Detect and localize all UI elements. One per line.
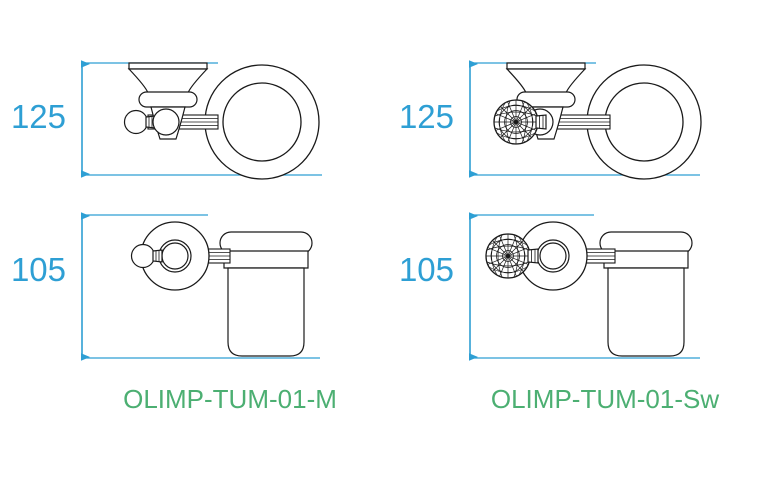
dimension-value: 125 [11, 98, 66, 135]
dimension-105-right: 105 [399, 212, 700, 361]
product-drawing-sw-glass [485, 221, 693, 357]
stem-joint-ball [152, 108, 180, 136]
dimension-105-left: 105 [11, 212, 320, 361]
product-drawing-m-glass [130, 221, 313, 357]
dimension-125-left: 125 [11, 60, 322, 178]
drawing-top-right: 125 [399, 60, 702, 180]
drawing-bottom-left: 105 [11, 212, 320, 361]
product-drawing-sw-ring [493, 62, 702, 180]
stem-joint-ball [161, 242, 189, 270]
dimension-125-right: 125 [399, 60, 700, 178]
product-label-left: OLIMP-TUM-01-M [123, 384, 337, 414]
dimension-value: 105 [399, 251, 454, 288]
drawing-top-left: 125 [11, 60, 322, 180]
product-drawing-m-ring [123, 62, 320, 180]
dimension-value: 105 [11, 251, 66, 288]
tumbler-glass [219, 231, 313, 357]
dimension-value: 125 [399, 98, 454, 135]
drawing-bottom-right: 105 [399, 212, 700, 361]
stem-joint-ball [539, 242, 567, 270]
product-label-right: OLIMP-TUM-01-Sw [491, 384, 719, 414]
glass-ring [204, 64, 320, 180]
finial-knob [123, 109, 156, 135]
